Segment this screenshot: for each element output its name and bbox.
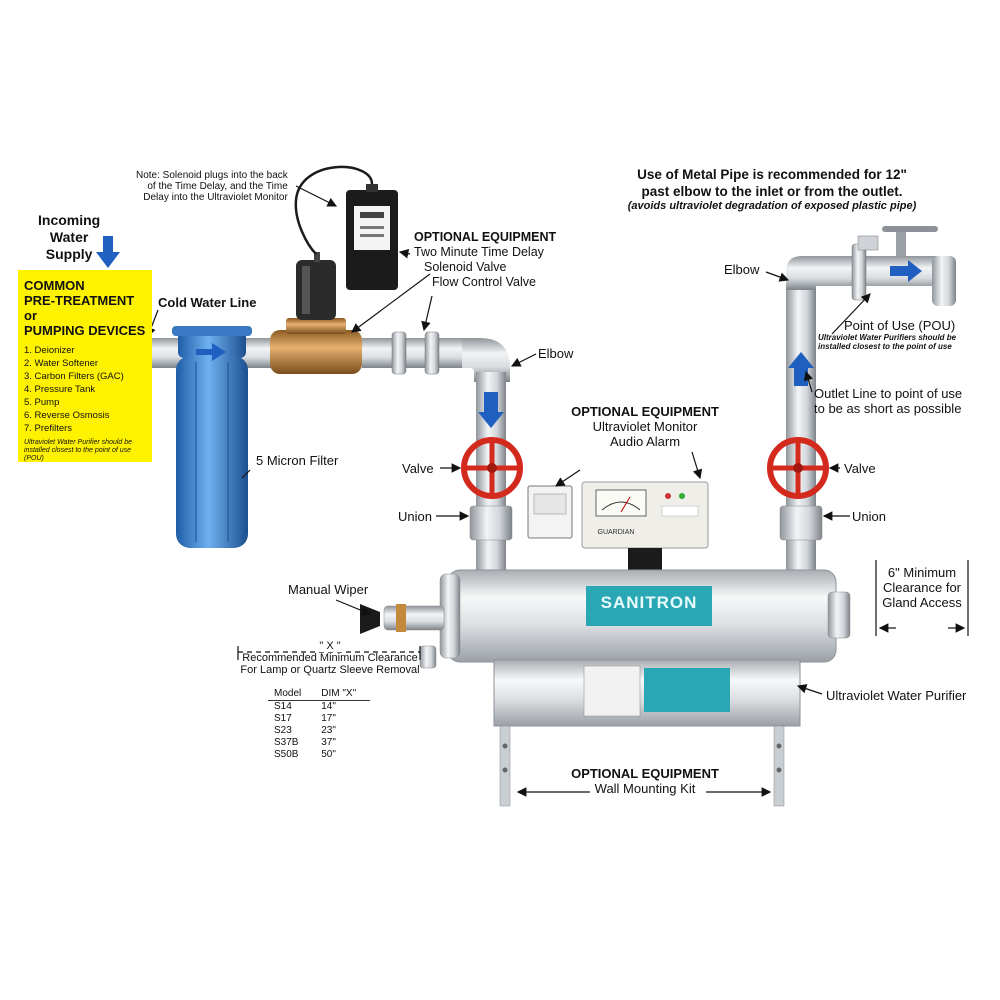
gland-line-2: Clearance for: [882, 580, 962, 595]
table-row: S17 17": [268, 713, 370, 725]
dim-cell: 37": [321, 737, 336, 748]
table-row: S50B 50": [268, 749, 370, 761]
model-cell: S14: [274, 701, 292, 712]
header-model: Model: [268, 688, 316, 701]
pretreatment-item: 3. Carbon Filters (GAC): [24, 371, 124, 382]
table-row: S23 23": [268, 725, 370, 737]
uv-purifier-label: Ultraviolet Water Purifier: [826, 688, 967, 703]
union-left-label: Union: [398, 509, 432, 524]
model-cell: S23: [274, 725, 292, 736]
header-dim: DIM "X": [315, 688, 371, 701]
pretreatment-item: 4. Pressure Tank: [24, 384, 96, 395]
metal-pipe-note: Use of Metal Pipe is recommended for 12"…: [572, 166, 972, 213]
pou-label: Point of Use (POU) Ultraviolet Water Pur…: [818, 318, 956, 351]
pretreatment-title-3: PUMPING DEVICES: [24, 323, 146, 338]
metal-pipe-line-1: Use of Metal Pipe is recommended for 12": [637, 167, 907, 182]
model-cell: S50B: [274, 749, 299, 760]
outlet-line-2: to be as short as possible: [814, 401, 962, 416]
metal-pipe-line-3: (avoids ultraviolet degradation of expos…: [627, 200, 917, 212]
incoming-line-2: Water: [49, 229, 89, 245]
elbow-right-label: Elbow: [724, 262, 760, 277]
flow-control-valve: [391, 331, 440, 375]
dim-cell: 50": [321, 749, 336, 760]
time-delay-label: Two Minute Time Delay: [414, 245, 544, 259]
gland-clearance-label: 6" Minimum Clearance for Gland Access: [878, 565, 966, 610]
model-dimension-table: Model DIM "X" S14 14" S17 17" S23 23" S3…: [268, 688, 371, 761]
pou-note-1: Ultraviolet Water Purifiers should be: [818, 333, 957, 342]
valve-left-label: Valve: [402, 461, 434, 476]
solenoid-note: Note: Solenoid plugs into the back of th…: [136, 170, 288, 203]
time-delay-box: [346, 184, 398, 290]
solenoid-valve-label: Solenoid Valve: [424, 260, 507, 274]
leader-lines: [146, 185, 969, 797]
pretreatment-item: 5. Pump: [24, 397, 60, 408]
pretreatment-item: 6. Reverse Osmosis: [24, 410, 110, 421]
pretreatment-list: 1. Deionizer 2. Water Softener 3. Carbon…: [24, 344, 146, 435]
incoming-water-label: Incoming Water Supply: [38, 212, 100, 263]
cold-water-line-label: Cold Water Line: [158, 295, 257, 310]
clearance-x-mark: " X ": [315, 640, 345, 652]
clearance-x-label: " X " Recommended Minimum Clearance For …: [238, 640, 422, 676]
dim-cell: 23": [321, 725, 336, 736]
pretreatment-box: COMMON PRE-TREATMENT or PUMPING DEVICES …: [18, 270, 152, 462]
pretreatment-title-1: COMMON: [24, 278, 85, 293]
optional-equipment-top: OPTIONAL EQUIPMENT Two Minute Time Delay…: [414, 230, 556, 290]
brand-label: SANITRON: [600, 593, 698, 612]
elbow-left-label: Elbow: [538, 346, 574, 361]
clearance-line-1: Recommended Minimum Clearance: [242, 652, 418, 664]
valve-right-label: Valve: [844, 461, 876, 476]
optional-equipment-monitor: OPTIONAL EQUIPMENT Ultraviolet Monitor A…: [560, 404, 730, 449]
audio-alarm-label: Audio Alarm: [609, 434, 681, 449]
pretreatment-title-2: PRE-TREATMENT or: [24, 293, 135, 323]
table-row: S14 14": [268, 701, 370, 714]
solenoid-note-line-3: Delay into the Ultraviolet Monitor: [143, 192, 288, 203]
outlet-line-label: Outlet Line to point of use to be as sho…: [814, 386, 962, 416]
manual-wiper-label: Manual Wiper: [288, 582, 369, 597]
metal-pipe-line-2: past elbow to the inlet or from the outl…: [641, 184, 903, 199]
uv-monitor-label: Ultraviolet Monitor: [592, 419, 698, 434]
micron-filter-label: 5 Micron Filter: [256, 453, 339, 468]
gland-line-3: Gland Access: [882, 595, 962, 610]
incoming-line-1: Incoming: [38, 212, 101, 228]
uv-purifier-tank: [439, 569, 851, 807]
valve-left-icon: [461, 437, 523, 499]
incoming-line-3: Supply: [45, 246, 93, 262]
solenoid-valve: [270, 252, 362, 374]
solenoid-cord: [294, 165, 374, 255]
table-row: S37B 37": [268, 737, 370, 749]
pretreatment-item: 1. Deionizer: [24, 345, 75, 356]
dim-cell: 14": [321, 701, 336, 712]
wall-mounting-kit-label: Wall Mounting Kit: [594, 781, 696, 796]
monitor-brand-label: GUARDIAN: [597, 529, 635, 536]
micron-filter: [172, 326, 252, 548]
valve-right-icon: [767, 437, 829, 499]
union-right-label: Union: [852, 509, 886, 524]
pou-title: Point of Use (POU): [844, 318, 956, 333]
outlet-line-1: Outlet Line to point of use: [814, 386, 963, 401]
dim-cell: 17": [321, 713, 336, 724]
pretreatment-item: 2. Water Softener: [24, 358, 99, 369]
optional-equipment-mount: OPTIONAL EQUIPMENT Wall Mounting Kit: [560, 766, 730, 796]
optional-monitor-heading: OPTIONAL EQUIPMENT: [571, 404, 719, 419]
solenoid-note-line-2: of the Time Delay, and the Time: [147, 181, 288, 192]
clearance-line-2: For Lamp or Quartz Sleeve Removal: [240, 664, 420, 676]
incoming-arrow-icon: [96, 236, 120, 268]
model-cell: S37B: [274, 737, 299, 748]
solenoid-note-line-1: Note: Solenoid plugs into the back: [136, 170, 288, 181]
pretreatment-item: 7. Prefilters: [24, 423, 73, 434]
table-header-row: Model DIM "X": [268, 688, 371, 701]
inlet-pipe: [462, 338, 513, 572]
model-cell: S17: [274, 713, 292, 724]
gland-line-1: 6" Minimum: [887, 565, 957, 580]
pou-note-2: installed closest to the point of use: [818, 342, 952, 351]
optional-top-heading: OPTIONAL EQUIPMENT: [414, 230, 557, 244]
optional-mount-heading: OPTIONAL EQUIPMENT: [571, 766, 719, 781]
cold-water-pipe: [152, 338, 477, 368]
uv-monitor: [527, 481, 709, 570]
pretreatment-note: Ultraviolet Water Purifier should be ins…: [24, 439, 133, 462]
flow-control-label: Flow Control Valve: [432, 275, 536, 289]
outlet-pipe: [779, 226, 956, 580]
